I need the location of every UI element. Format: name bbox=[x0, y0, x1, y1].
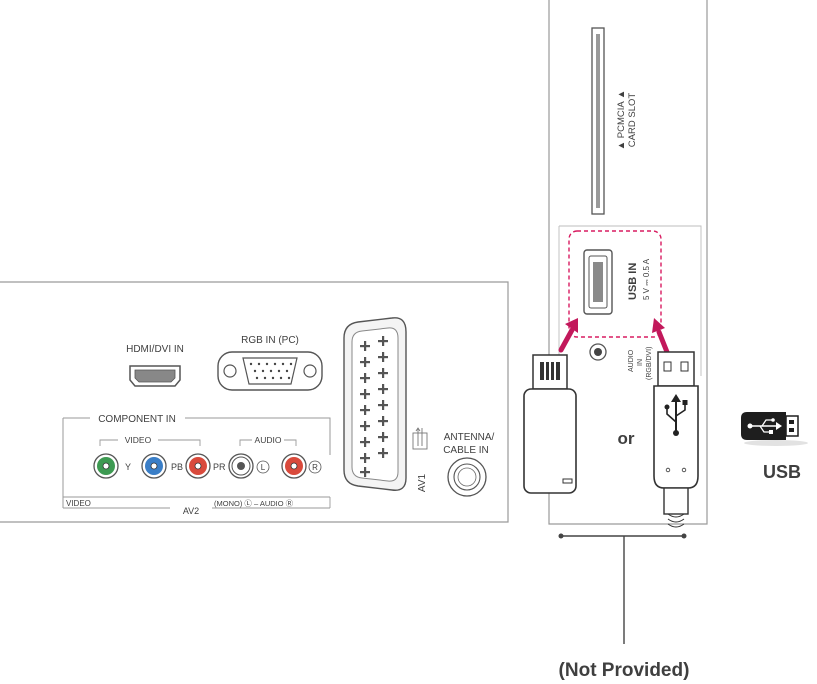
jack-audio-r-icon bbox=[281, 453, 307, 479]
jack-pb-icon bbox=[141, 453, 167, 479]
antenna-label-line1: ANTENNA/ bbox=[444, 432, 495, 443]
usb-port-icon bbox=[583, 249, 613, 315]
audio-in-label-line1: AUDIO bbox=[628, 349, 635, 372]
usb-symbol-icon bbox=[664, 394, 688, 436]
jack-audio-l-icon bbox=[228, 453, 254, 479]
av1-label: AV1 bbox=[417, 473, 428, 492]
not-provided-bracket bbox=[558, 533, 687, 644]
jack-pb-label: PB bbox=[171, 462, 183, 472]
hdmi-label: HDMI/DVI IN bbox=[126, 344, 184, 355]
av2-label: AV2 bbox=[183, 506, 199, 516]
side-panel-outline bbox=[548, 0, 708, 525]
rgb-label: RGB IN (PC) bbox=[241, 335, 299, 346]
component-video-label: VIDEO bbox=[125, 435, 152, 445]
vga-port-icon bbox=[217, 351, 323, 391]
component-in-label: COMPONENT IN bbox=[98, 414, 176, 425]
hdmi-port-icon bbox=[129, 365, 181, 387]
audio-in-label-line2: IN bbox=[637, 359, 644, 366]
component-audio-label: AUDIO bbox=[255, 435, 282, 445]
scart-port-icon bbox=[343, 317, 407, 491]
rear-panel-outline bbox=[0, 281, 509, 523]
jack-y-icon bbox=[93, 453, 119, 479]
av1-symbol-icon bbox=[412, 427, 428, 450]
audio-in-jack-icon bbox=[589, 343, 607, 361]
mono-audio-label: (MONO) Ⓛ – AUDIO Ⓡ bbox=[214, 499, 294, 508]
rear-panel: HDMI/DVI IN RGB IN (PC) COMPONENT IN VID… bbox=[0, 281, 509, 523]
jack-y-label: Y bbox=[125, 462, 131, 472]
usb-label: USB bbox=[763, 462, 801, 482]
insert-arrow-right-icon bbox=[652, 318, 670, 355]
pcmcia-label-line2: CARD SLOT bbox=[627, 93, 638, 148]
usb-cable-plug-icon bbox=[653, 351, 699, 528]
or-label: or bbox=[618, 429, 635, 448]
not-provided-label: (Not Provided) bbox=[559, 660, 690, 681]
video-label: VIDEO bbox=[66, 499, 91, 508]
usb-port-highlight bbox=[568, 230, 662, 338]
usb-rating-label: 5 V ⎓ 0.5 A bbox=[642, 258, 651, 300]
pcmcia-label-line1: ▲ PCMCIA ▲ bbox=[616, 90, 627, 151]
jack-pr-label: PR bbox=[213, 462, 226, 472]
audio-in-label-line3: (RGB/DVI) bbox=[646, 347, 653, 380]
usb-device-icon bbox=[741, 412, 808, 446]
jack-r-label: R bbox=[312, 463, 318, 472]
usb-memory-stick-icon bbox=[523, 354, 577, 494]
jack-pr-icon bbox=[185, 453, 211, 479]
insert-arrow-left-icon bbox=[558, 318, 578, 353]
usb-in-label: USB IN bbox=[627, 263, 639, 300]
antenna-label-line2: CABLE IN bbox=[443, 445, 489, 456]
antenna-port-icon bbox=[447, 457, 487, 497]
jack-l-label: L bbox=[261, 463, 266, 472]
